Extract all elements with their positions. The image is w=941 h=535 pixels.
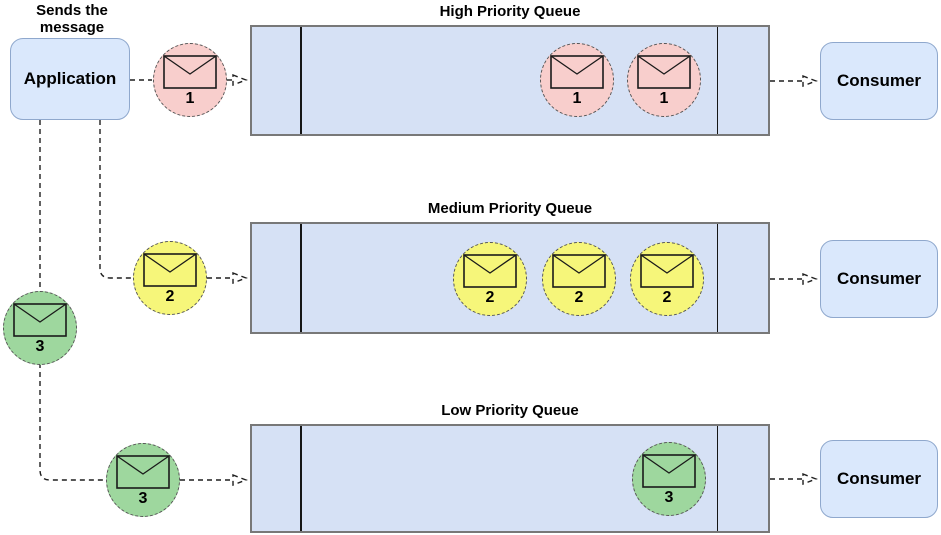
queue-tail-divider: [716, 27, 718, 134]
envelope-icon: [463, 254, 517, 288]
envelope-icon: [550, 55, 604, 89]
message-priority-label: 3: [35, 338, 45, 355]
message-3-en-route: 3: [106, 443, 180, 517]
message-3-outgoing: 3: [3, 291, 77, 365]
consumer-node-high: Consumer: [820, 42, 938, 120]
consumer-node-medium: Consumer: [820, 240, 938, 318]
message-2-in-queue: 2: [453, 242, 527, 316]
envelope-icon: [640, 254, 694, 288]
message-priority-label: 2: [485, 289, 495, 306]
message-priority-label: 2: [165, 288, 175, 305]
message-2-in-queue: 2: [542, 242, 616, 316]
sends-message-note: Sends the message: [36, 2, 108, 36]
envelope-icon: [13, 303, 67, 337]
envelope-icon: [637, 55, 691, 89]
message-1-outgoing: 1: [153, 43, 227, 117]
envelope-icon: [642, 454, 696, 488]
medium-priority-queue-title: Medium Priority Queue: [427, 200, 593, 217]
queue-tail-divider: [716, 426, 718, 531]
queue-head-divider: [300, 426, 302, 531]
message-1-in-queue: 1: [540, 43, 614, 117]
message-priority-label: 1: [659, 90, 669, 107]
message-priority-label: 3: [138, 490, 148, 507]
high-priority-queue-title: High Priority Queue: [439, 3, 581, 20]
consumer-label: Consumer: [836, 71, 922, 90]
consumer-label: Consumer: [836, 469, 922, 488]
application-node: Application: [10, 38, 130, 120]
message-priority-label: 2: [574, 289, 584, 306]
envelope-icon: [116, 455, 170, 489]
message-priority-label: 1: [185, 90, 195, 107]
message-2-in-queue: 2: [630, 242, 704, 316]
message-1-in-queue: 1: [627, 43, 701, 117]
envelope-icon: [143, 253, 197, 287]
low-priority-queue-title: Low Priority Queue: [441, 402, 579, 419]
message-priority-label: 2: [662, 289, 672, 306]
queue-head-divider: [300, 224, 302, 332]
consumer-node-low: Consumer: [820, 440, 938, 518]
message-priority-label: 1: [572, 90, 582, 107]
consumer-label: Consumer: [836, 269, 922, 288]
message-2-outgoing: 2: [133, 241, 207, 315]
connector-app-to-message2: [99, 120, 132, 279]
message-priority-label: 3: [664, 489, 674, 506]
envelope-icon: [552, 254, 606, 288]
queue-head-divider: [300, 27, 302, 134]
queue-tail-divider: [716, 224, 718, 332]
application-label: Application: [23, 69, 117, 88]
envelope-icon: [163, 55, 217, 89]
message-3-in-queue: 3: [632, 442, 706, 516]
